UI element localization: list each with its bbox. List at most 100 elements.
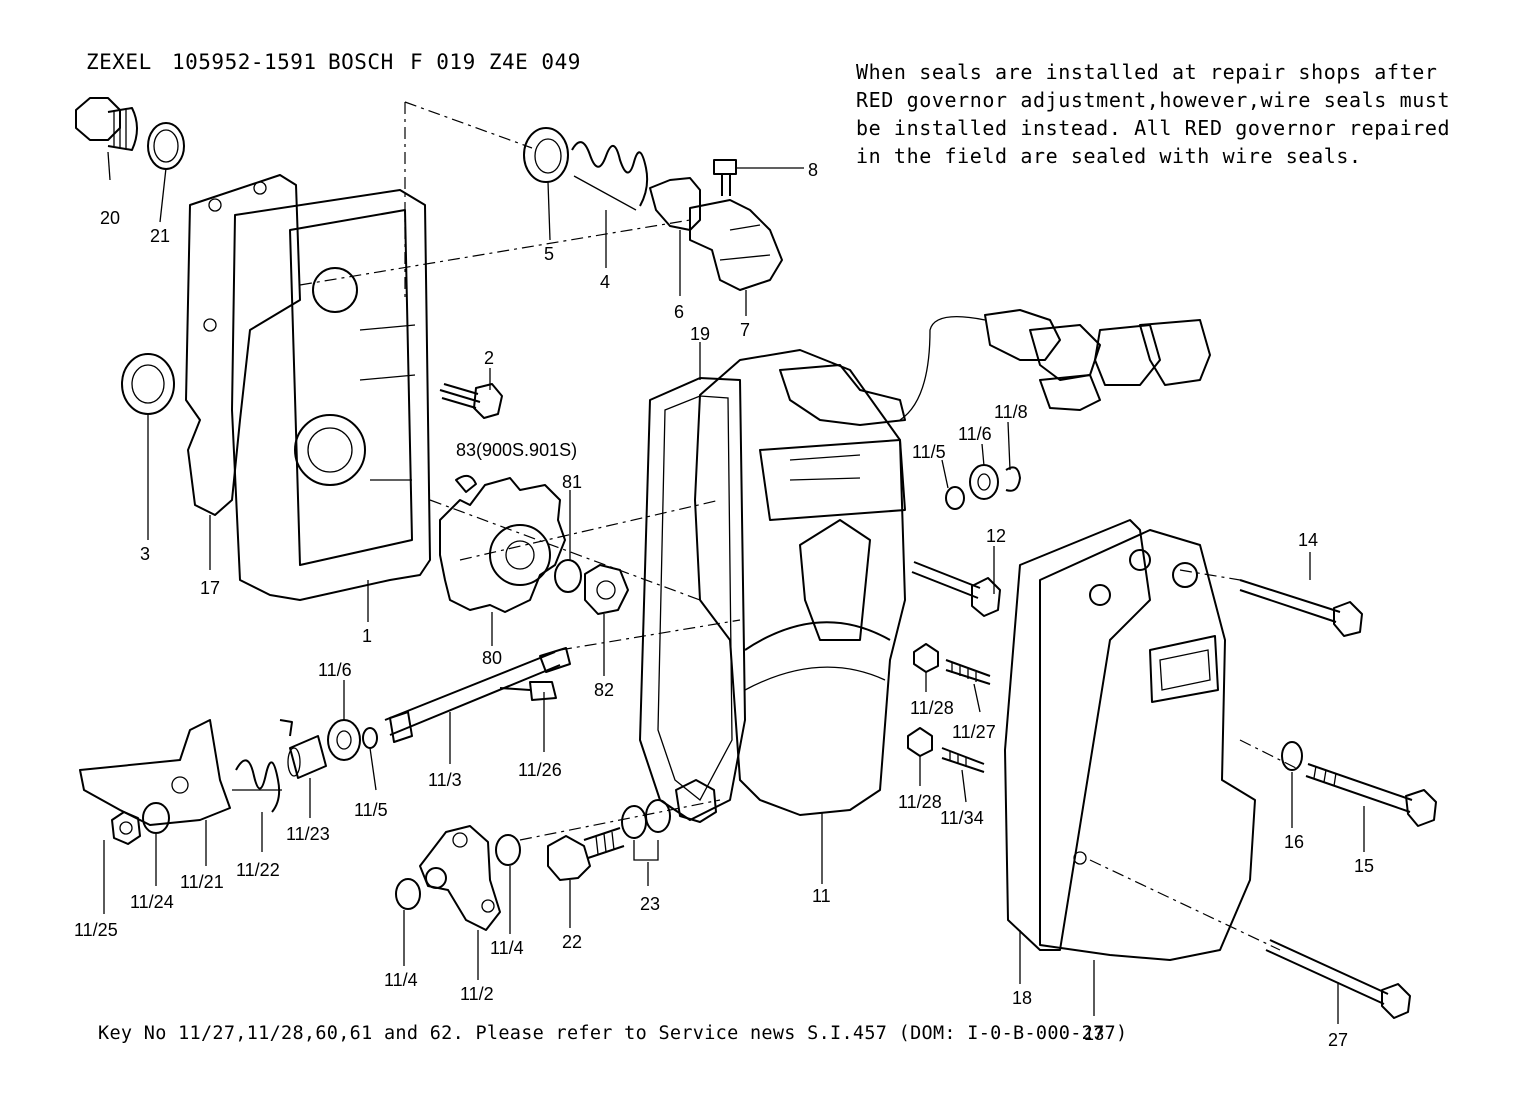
callout-label: 21 [150, 226, 170, 246]
callout-label: 11/26 [518, 760, 562, 780]
header-brand-zexel: ZEXEL [86, 50, 152, 74]
part-2-bolt [439, 383, 503, 419]
part-13-cover [1039, 529, 1256, 961]
part-11-22-spring [232, 759, 282, 813]
callout-label: 81 [562, 472, 582, 492]
part-fitting [675, 779, 717, 823]
header-brand-bosch: BOSCH [328, 50, 394, 74]
part-15-bolt [1305, 763, 1437, 827]
part-11-28-nut-lower [907, 727, 933, 757]
callout-label: 11/4 [384, 970, 418, 990]
service-footnote: Key No 11/27,11/28,60,61 and 62. Please … [98, 1023, 1128, 1044]
part-19-gasket [639, 377, 746, 821]
callout-label: 80 [482, 648, 502, 668]
callout-label: 11/6 [958, 424, 992, 444]
callout-label: 11/2 [460, 984, 494, 1004]
callout-label: 11/4 [490, 938, 524, 958]
callout-label: 11 [812, 886, 831, 906]
part-11-34-stud [941, 747, 985, 773]
callout-label: 11/28 [910, 698, 954, 718]
assembly-axis-lines [299, 101, 1301, 951]
callout-label: 27 [1328, 1030, 1348, 1050]
part-11-5-o-ring [945, 486, 965, 510]
part-23-washers [621, 799, 671, 861]
part-12-bolt [911, 561, 1001, 617]
part-16-washer [1281, 741, 1303, 771]
callout-label: 7 [740, 320, 750, 340]
callout-label: 11/21 [180, 872, 224, 892]
callout-label: 6 [674, 302, 684, 322]
seal-note-line: in the field are sealed with wire seals. [856, 144, 1362, 168]
callout-label: 13 [1084, 1024, 1104, 1044]
callout-label: 11/8 [994, 402, 1028, 422]
callout-label: 83(900S.901S) [456, 440, 577, 460]
part-11-actuator [694, 349, 906, 816]
header-bosch-number: F 019 Z4E 049 [410, 50, 581, 74]
callout-label: 11/6 [318, 660, 352, 680]
callout-label: 11/22 [236, 860, 280, 880]
callout-label: 11/5 [912, 442, 946, 462]
callout-label: 11/24 [130, 892, 174, 912]
callout-label: 23 [640, 894, 660, 914]
part-18-cover-gasket [1004, 519, 1151, 951]
part-11-4-washer-right [495, 834, 521, 866]
callout-label: 19 [690, 324, 710, 344]
callout-label: 17 [200, 578, 220, 598]
part-4-spring [571, 141, 649, 211]
callout-label: 11/25 [74, 920, 118, 940]
part-17-gasket [185, 174, 301, 516]
seal-note: When seals are installed at repair shops… [856, 58, 1456, 170]
part-14-bolt [1239, 579, 1363, 637]
callout-label: 11/5 [354, 800, 388, 820]
part-11-26-screw [499, 681, 557, 701]
part-11-5-o-ring-shaft [362, 727, 378, 749]
callout-label: 22 [562, 932, 582, 952]
callout-label: 14 [1298, 530, 1318, 550]
part-11-25-nut [111, 811, 141, 845]
callout-label: 15 [1354, 856, 1374, 876]
seal-note-line: RED governor adjustment,however,wire sea… [856, 88, 1451, 112]
callout-label: 12 [986, 526, 1006, 546]
part-82-nut [584, 564, 629, 615]
callout-leader-lines [103, 151, 1365, 1024]
part-81-washer [554, 559, 582, 593]
part-6-plunger [649, 177, 701, 231]
part-1-governor-housing [231, 189, 431, 601]
callout-label: 11/23 [286, 824, 330, 844]
part-3-seal-ring [121, 353, 175, 415]
part-11-3-shaft [384, 647, 571, 743]
callout-label: 18 [1012, 988, 1032, 1008]
part-11-2-lever [419, 825, 501, 931]
seal-note-line: When seals are installed at repair shops… [856, 60, 1438, 84]
part-11-6-washer-shaft [327, 719, 361, 761]
callout-label: 3 [140, 544, 150, 564]
callout-label: 11/27 [952, 722, 996, 742]
callout-label: 5 [544, 244, 554, 264]
part-11-8-clip [1005, 466, 1021, 492]
part-11-21-lever [79, 719, 293, 826]
part-80-gear [439, 477, 566, 613]
part-11-27-stud [945, 659, 991, 685]
callout-label: 11/34 [940, 808, 984, 828]
wiring-harness-connector [899, 309, 1211, 421]
part-11-28-nut-upper [913, 643, 939, 673]
header-zexel-number: 105952-1591 [172, 50, 317, 74]
callout-label: 82 [594, 680, 614, 700]
part-22-screw-plug [547, 827, 625, 881]
callout-label: 11/3 [428, 770, 462, 790]
callout-label: 2 [484, 348, 494, 368]
part-7-sensor-bracket [689, 199, 783, 291]
part-83-woodruff-key [455, 474, 477, 493]
callout-label: 1 [362, 626, 372, 646]
callout-labels: 20 21 5 4 8 6 7 2 3 17 1 19 83(900S.901S… [74, 160, 1374, 1050]
part-20-plug-screw [75, 97, 138, 151]
callout-label: 4 [600, 272, 610, 292]
part-21-washer [147, 122, 185, 170]
part-11-24-washer [142, 802, 170, 834]
part-27-bolt [1265, 939, 1411, 1019]
callout-label: 8 [808, 160, 818, 180]
part-8-screw [713, 159, 737, 196]
callout-label: 11/28 [898, 792, 942, 812]
callout-label: 16 [1284, 832, 1304, 852]
